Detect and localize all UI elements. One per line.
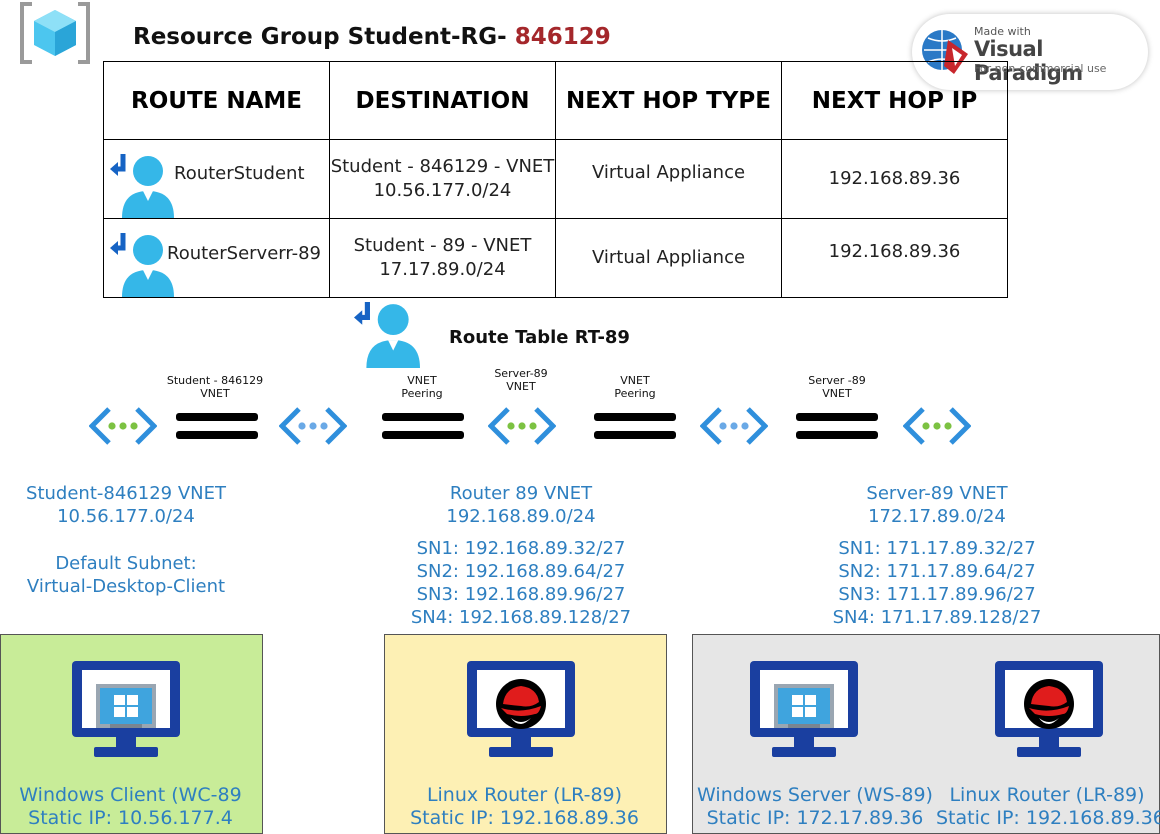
next-hop-type-cell: Virtual Appliance — [555, 139, 782, 219]
peering-bar-icon — [382, 409, 464, 443]
resource-group-icon — [20, 2, 90, 64]
next-hop-ip: 192.168.89.36 — [828, 168, 961, 189]
destination-name: Student - 89 - VNET — [353, 235, 532, 256]
machine-ip: Static IP: 10.56.177.4 — [28, 807, 233, 829]
destination-cidr: 10.56.177.0/24 — [373, 180, 512, 201]
route-table-header: ROUTE NAME DESTINATION NEXT HOP TYPE NEX… — [103, 61, 1008, 140]
redhat-logo-icon — [495, 678, 547, 730]
server-network-info: Server-89 VNET 172.17.89.0/24 SN1: 171.1… — [812, 482, 1062, 629]
subnet-item: SN1: 192.168.89.32/27 — [416, 538, 626, 559]
column-header: DESTINATION — [329, 61, 556, 140]
destination-name: Student - 846129 - VNET — [330, 156, 555, 177]
route-table-icon — [354, 302, 420, 368]
network-cidr: 192.168.89.0/24 — [446, 506, 596, 527]
title-prefix: Resource Group Student-RG- — [133, 24, 507, 50]
server89-vnet-label: Server-89 VNET — [481, 367, 561, 393]
badge-line1: Made with — [974, 25, 1031, 38]
vnet-icon — [700, 406, 768, 446]
machine-ip: Static IP: 192.168.89.36 — [410, 807, 639, 829]
column-header: NEXT HOP TYPE — [555, 61, 782, 140]
route-table-label: Route Table RT-89 — [449, 327, 630, 348]
vnet-icon — [488, 406, 556, 446]
machine-name: Windows Client (WC-89 — [19, 784, 242, 806]
machine-ip: Static IP: 172.17.89.36 — [706, 807, 924, 829]
subnet-item: SN3: 171.17.89.96/27 — [838, 584, 1036, 605]
column-header: NEXT HOP IP — [781, 61, 1008, 140]
subnet-item: SN2: 171.17.89.64/27 — [838, 561, 1036, 582]
label-line: Peering — [401, 387, 443, 400]
student-network-info: Student-846129 VNET 10.56.177.0/24 Defau… — [0, 482, 252, 598]
machine-label: Linux Router (LR-89) Static IP: 192.168.… — [384, 784, 665, 830]
server89-vnet-label: Server -89 VNET — [796, 374, 878, 400]
destination-cell: Student - 846129 - VNET 10.56.177.0/24 — [329, 139, 556, 219]
label-line: VNET — [407, 374, 437, 387]
label-line: VNET — [200, 387, 230, 400]
vnet-icon — [89, 406, 157, 446]
network-name: Student-846129 VNET — [26, 483, 226, 504]
machine-name: Windows Server (WS-89) — [697, 784, 933, 806]
machine-label: Linux Router (LR-89) Static IP: 192.168.… — [936, 784, 1160, 830]
student-vnet-label: Student - 846129 VNET — [155, 374, 275, 400]
machine-label: Windows Client (WC-89 Static IP: 10.56.1… — [0, 784, 261, 830]
destination-cell: Student - 89 - VNET 17.17.89.0/24 — [329, 218, 556, 298]
machine-label: Windows Server (WS-89) Static IP: 172.17… — [694, 784, 936, 830]
route-name: RouterStudent — [174, 163, 305, 184]
redhat-logo-icon — [1023, 678, 1075, 730]
label-line: Peering — [614, 387, 656, 400]
subnet-item: SN2: 192.168.89.64/27 — [416, 561, 626, 582]
vnet-icon — [903, 406, 971, 446]
next-hop-type-cell: Virtual Appliance — [555, 218, 782, 298]
machine-ip: Static IP: 192.168.89.36 — [936, 807, 1160, 829]
machine-name: Linux Router (LR-89) — [949, 784, 1145, 806]
router-network-info: Router 89 VNET 192.168.89.0/24 SN1: 192.… — [396, 482, 646, 629]
table-row: RouterStudent Student - 846129 - VNET 10… — [103, 139, 1008, 219]
machine-name: Linux Router (LR-89) — [426, 784, 623, 806]
next-hop-ip-cell: 192.168.89.36 — [781, 139, 1008, 219]
peering-label: VNET Peering — [380, 374, 464, 400]
route-user-icon — [110, 233, 174, 297]
route-name-cell: RouterServerr-89 — [103, 218, 330, 298]
subnet-item: SN4: 192.168.89.128/27 — [410, 607, 632, 628]
visual-paradigm-logo-icon — [922, 30, 968, 74]
network-name: Router 89 VNET — [449, 483, 593, 504]
peering-bar-icon — [594, 409, 676, 443]
label-line: Server-89 — [494, 367, 548, 380]
subnet-name: Virtual-Desktop-Client — [26, 576, 226, 597]
route-table: ROUTE NAME DESTINATION NEXT HOP TYPE NEX… — [103, 61, 1008, 298]
page-title: Resource Group Student-RG- 846129 — [133, 24, 611, 50]
network-cidr: 172.17.89.0/24 — [868, 506, 1006, 527]
network-cidr: 10.56.177.0/24 — [57, 506, 195, 527]
title-id: 846129 — [514, 24, 611, 50]
label-line: VNET — [822, 387, 852, 400]
windows-logo-icon — [774, 684, 834, 728]
label-line: VNET — [620, 374, 650, 387]
route-user-icon — [110, 154, 174, 218]
network-name: Server-89 VNET — [866, 483, 1008, 504]
peering-label: VNET Peering — [594, 374, 676, 400]
route-name-cell: RouterStudent — [103, 139, 330, 219]
column-header: ROUTE NAME — [103, 61, 330, 140]
subnet-item: SN3: 192.168.89.96/27 — [416, 584, 626, 605]
subnet-item: SN1: 171.17.89.32/27 — [838, 538, 1036, 559]
route-name: RouterServerr-89 — [167, 243, 322, 264]
table-row: RouterServerr-89 Student - 89 - VNET 17.… — [103, 218, 1008, 298]
peering-bar-icon — [176, 409, 258, 443]
next-hop-type: Virtual Appliance — [591, 162, 746, 183]
next-hop-type: Virtual Appliance — [591, 247, 746, 268]
label-line: Student - 846129 — [166, 374, 264, 387]
destination-cidr: 17.17.89.0/24 — [379, 259, 506, 280]
next-hop-ip: 192.168.89.36 — [828, 241, 961, 262]
subnet-item: SN4: 171.17.89.128/27 — [832, 607, 1042, 628]
vnet-icon — [279, 406, 347, 446]
next-hop-ip-cell: 192.168.89.36 — [781, 218, 1008, 298]
windows-logo-icon — [96, 684, 156, 728]
label-line: VNET — [506, 380, 536, 393]
subnet-label: Default Subnet: — [55, 553, 197, 574]
label-line: Server -89 — [808, 374, 866, 387]
peering-bar-icon — [796, 409, 878, 443]
